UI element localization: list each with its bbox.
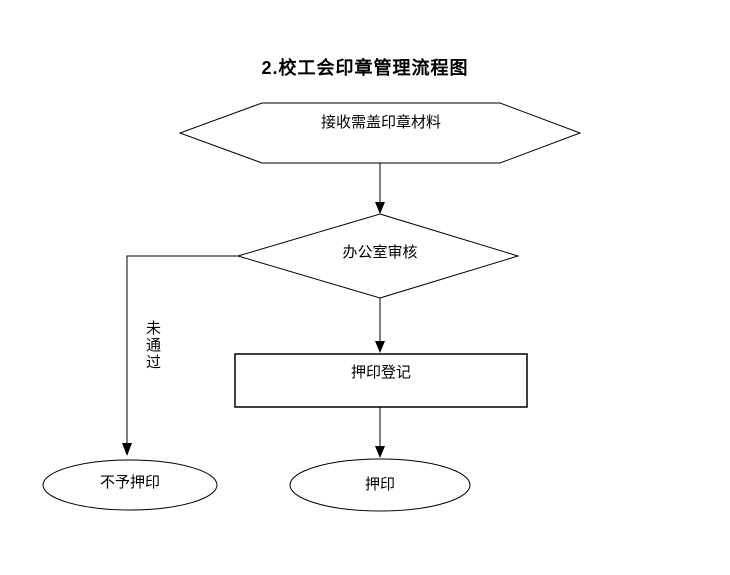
register-rectangle-shape	[234, 353, 528, 408]
receive-hexagon-shape	[178, 102, 582, 164]
reject-ellipse-shape	[42, 459, 218, 511]
arrowhead-register-to-seal-icon	[375, 446, 385, 458]
seal-node-label: 押印	[364, 476, 395, 493]
register-node-label: 押印登记	[350, 364, 411, 381]
arrowhead-receive-to-review-icon	[375, 202, 385, 214]
edge-review-to-reject	[126, 255, 238, 443]
arrowhead-review-to-reject-icon	[122, 443, 132, 456]
receive-node-label: 接收需盖印章材料	[320, 114, 441, 131]
arrowhead-review-to-register-icon	[375, 341, 385, 353]
seal-ellipse-shape	[289, 458, 471, 512]
review-node-label: 办公室审核	[342, 244, 418, 261]
page-title: 2.校工会印章管理流程图	[261, 58, 469, 78]
reject-node-label: 不予押印	[99, 474, 160, 491]
not-passed-edge-label: 未通过	[144, 320, 161, 371]
